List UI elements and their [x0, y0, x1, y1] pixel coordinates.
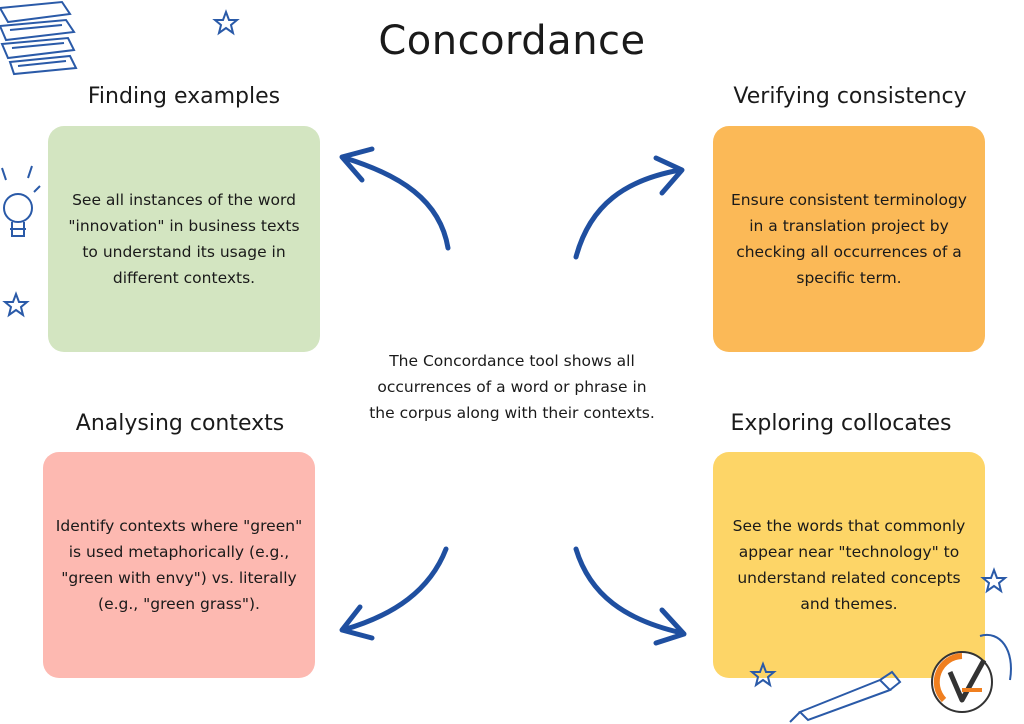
heading-finding-examples: Finding examples	[87, 84, 281, 109]
heading-verifying-consistency: Verifying consistency	[733, 84, 967, 109]
arrow-bottom-left	[339, 546, 449, 641]
brand-logo-icon	[931, 651, 993, 713]
books-icon	[0, 0, 78, 76]
star-icon	[980, 567, 1008, 594]
card-finding-examples: See all instances of the word "innovatio…	[48, 126, 320, 352]
arrow-bottom-right	[573, 546, 687, 646]
heading-exploring-collocates: Exploring collocates	[730, 411, 952, 436]
card-text: See all instances of the word "innovatio…	[68, 191, 300, 287]
arrow-top-left	[339, 146, 451, 251]
card-text: Identify contexts where "green" is used …	[55, 517, 303, 613]
card-text: See the words that commonly appear near …	[732, 517, 966, 613]
pen-icon	[789, 633, 1012, 723]
star-icon	[212, 9, 240, 36]
card-verifying-consistency: Ensure consistent terminology in a trans…	[713, 126, 985, 352]
lightbulb-icon	[1, 165, 41, 237]
star-icon	[749, 661, 777, 688]
center-description: The Concordance tool shows all occurrenc…	[369, 352, 655, 422]
star-icon	[2, 291, 30, 318]
card-analysing-contexts: Identify contexts where "green" is used …	[43, 452, 315, 678]
card-text: Ensure consistent terminology in a trans…	[731, 191, 967, 287]
heading-analysing-contexts: Analysing contexts	[75, 411, 285, 436]
card-exploring-collocates: See the words that commonly appear near …	[713, 452, 985, 678]
arrow-top-right	[573, 155, 685, 260]
page-title: Concordance	[378, 18, 646, 64]
